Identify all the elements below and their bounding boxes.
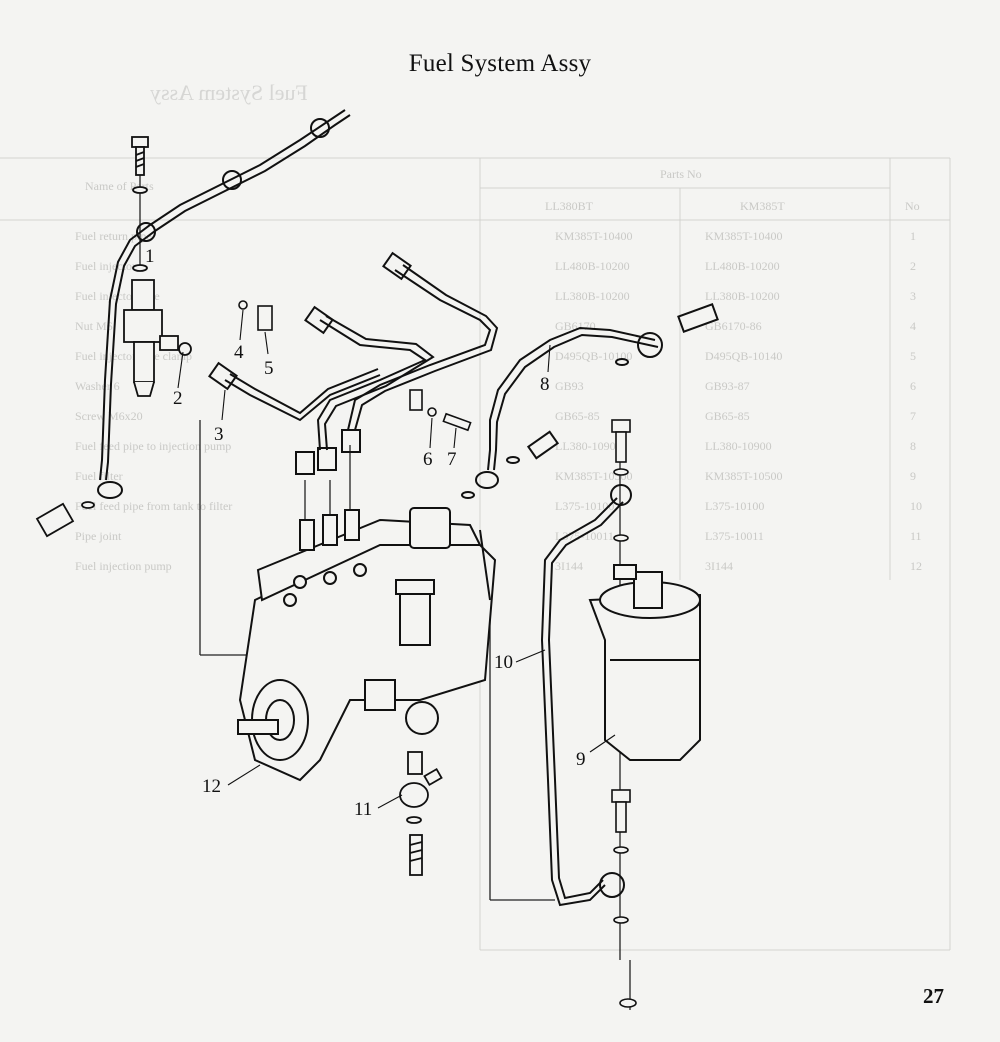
bleed-cell-a: 3I144: [705, 559, 733, 573]
bleed-cell-b: GB93: [555, 379, 584, 393]
clamp-hardware: [238, 300, 472, 432]
callout-leaders: [177, 309, 616, 809]
bleed-cell-b: KM385T-10400: [555, 229, 633, 243]
bleed-cell-b: D495QB-10100: [555, 349, 632, 363]
nut-icon: [238, 300, 248, 310]
pipe-clamp-icon: [257, 305, 273, 331]
callout-1: 1: [145, 246, 155, 267]
bleed-cell-name: Fuel return pipe: [75, 229, 152, 243]
bleed-col-a: KM385T: [740, 199, 785, 213]
banjo-bolt-icon: [611, 419, 637, 1008]
bleed-cell-b: LL380B-10200: [555, 289, 630, 303]
bleed-cell-no: 9: [910, 469, 916, 483]
bleed-through-text: No Parts No Name of Parts KM385T LL380BT: [85, 167, 920, 213]
bleed-cell-a: L375-10100: [705, 499, 764, 513]
bleed-cell-name: Pipe joint: [75, 529, 122, 543]
bleed-cell-name: Fuel filter: [75, 469, 123, 483]
bleed-cell-no: 2: [910, 259, 916, 273]
injection-pump-icon: [237, 507, 497, 782]
callout-9: 9: [576, 749, 586, 770]
bleed-cell-no: 12: [910, 559, 922, 573]
bleed-cell-b: L375-10011: [555, 529, 614, 543]
bleed-cell-no: 7: [910, 409, 916, 423]
bleed-cell-a: LL480B-10200: [705, 259, 780, 273]
bleed-cell-b: GB6170: [555, 319, 596, 333]
callout-12: 12: [202, 776, 221, 797]
callout-10: 10: [494, 652, 513, 673]
bleed-cell-a: KM385T-10500: [705, 469, 783, 483]
bleed-col-b: LL380BT: [545, 199, 594, 213]
bleed-cell-b: LL380-10900: [555, 439, 622, 453]
bleed-cell-name: Fuel injector: [75, 259, 136, 273]
banjo-bolt-icon: [131, 136, 149, 272]
clamp-plate-icon: [409, 389, 423, 411]
bleed-cell-a: L375-10011: [705, 529, 764, 543]
page-title: Fuel System Assy: [408, 50, 592, 77]
callout-6: 6: [423, 449, 433, 470]
bleed-cell-a: KM385T-10400: [705, 229, 783, 243]
bleed-header-no: No: [905, 199, 920, 213]
bleed-cell-b: GB65-85: [555, 409, 600, 423]
bleed-header-parts-no: Parts No: [660, 167, 702, 181]
callouts: 1 2 3 4 5 6 7 8 9 10 11 12: [145, 246, 586, 820]
bleed-through-rows: 1 KM385T-10400 KM385T-10400 Fuel return pip…: [75, 229, 922, 573]
bleed-cell-name: Nut M6: [75, 319, 113, 333]
bleed-cell-no: 10: [910, 499, 922, 513]
fuel-filter-icon: [588, 564, 701, 761]
bleed-cell-b: 3I144: [555, 559, 583, 573]
bleed-cell-b: LL480B-10200: [555, 259, 630, 273]
bleed-cell-no: 6: [910, 379, 916, 393]
bleed-cell-a: GB65-85: [705, 409, 750, 423]
bleed-cell-b: KM385T-10500: [555, 469, 633, 483]
callout-11: 11: [354, 799, 372, 820]
page-number: 27: [923, 984, 944, 1008]
bleed-cell-no: 1: [910, 229, 916, 243]
bleed-cell-name: Fuel injection pump: [75, 559, 172, 573]
bleed-cell-name: Fuel feed pipe from tank to filter: [75, 499, 232, 513]
screw-icon: [442, 412, 472, 432]
bleed-cell-a: GB93-87: [705, 379, 750, 393]
callout-8: 8: [540, 374, 550, 395]
banjo-bolt-icon: [35, 501, 95, 538]
fuel-feed-pipe-tank-to-filter: [540, 484, 632, 907]
bleed-cell-no: 4: [910, 319, 916, 333]
callout-5: 5: [264, 358, 274, 379]
bleed-cell-a: LL380B-10200: [705, 289, 780, 303]
bleed-cell-b: L375-10100: [555, 499, 614, 513]
bleed-cell-a: LL380-10900: [705, 439, 772, 453]
bleed-cell-a: D495QB-10140: [705, 349, 782, 363]
fuel-injector-pipes: [208, 251, 499, 475]
fuel-feed-pipe-to-pump: [461, 303, 719, 499]
washer-icon: [427, 407, 437, 417]
bleed-cell-no: 5: [910, 349, 916, 363]
bleed-cell-a: GB6170-86: [705, 319, 762, 333]
pipe-joint-icon: [399, 751, 443, 876]
bleed-cell-no: 3: [910, 289, 916, 303]
bleed-cell-no: 11: [910, 529, 922, 543]
fuel-injector-icon: [123, 279, 192, 397]
bleed-cell-name: Washer 6: [75, 379, 120, 393]
bleed-cell-name: Fuel feed pipe to injection pump: [75, 439, 231, 453]
callout-7: 7: [447, 449, 457, 470]
bleed-cell-no: 8: [910, 439, 916, 453]
callout-3: 3: [214, 424, 224, 445]
fuel-return-pipe: [97, 109, 351, 499]
callout-2: 2: [173, 388, 183, 409]
callout-4: 4: [234, 342, 244, 363]
